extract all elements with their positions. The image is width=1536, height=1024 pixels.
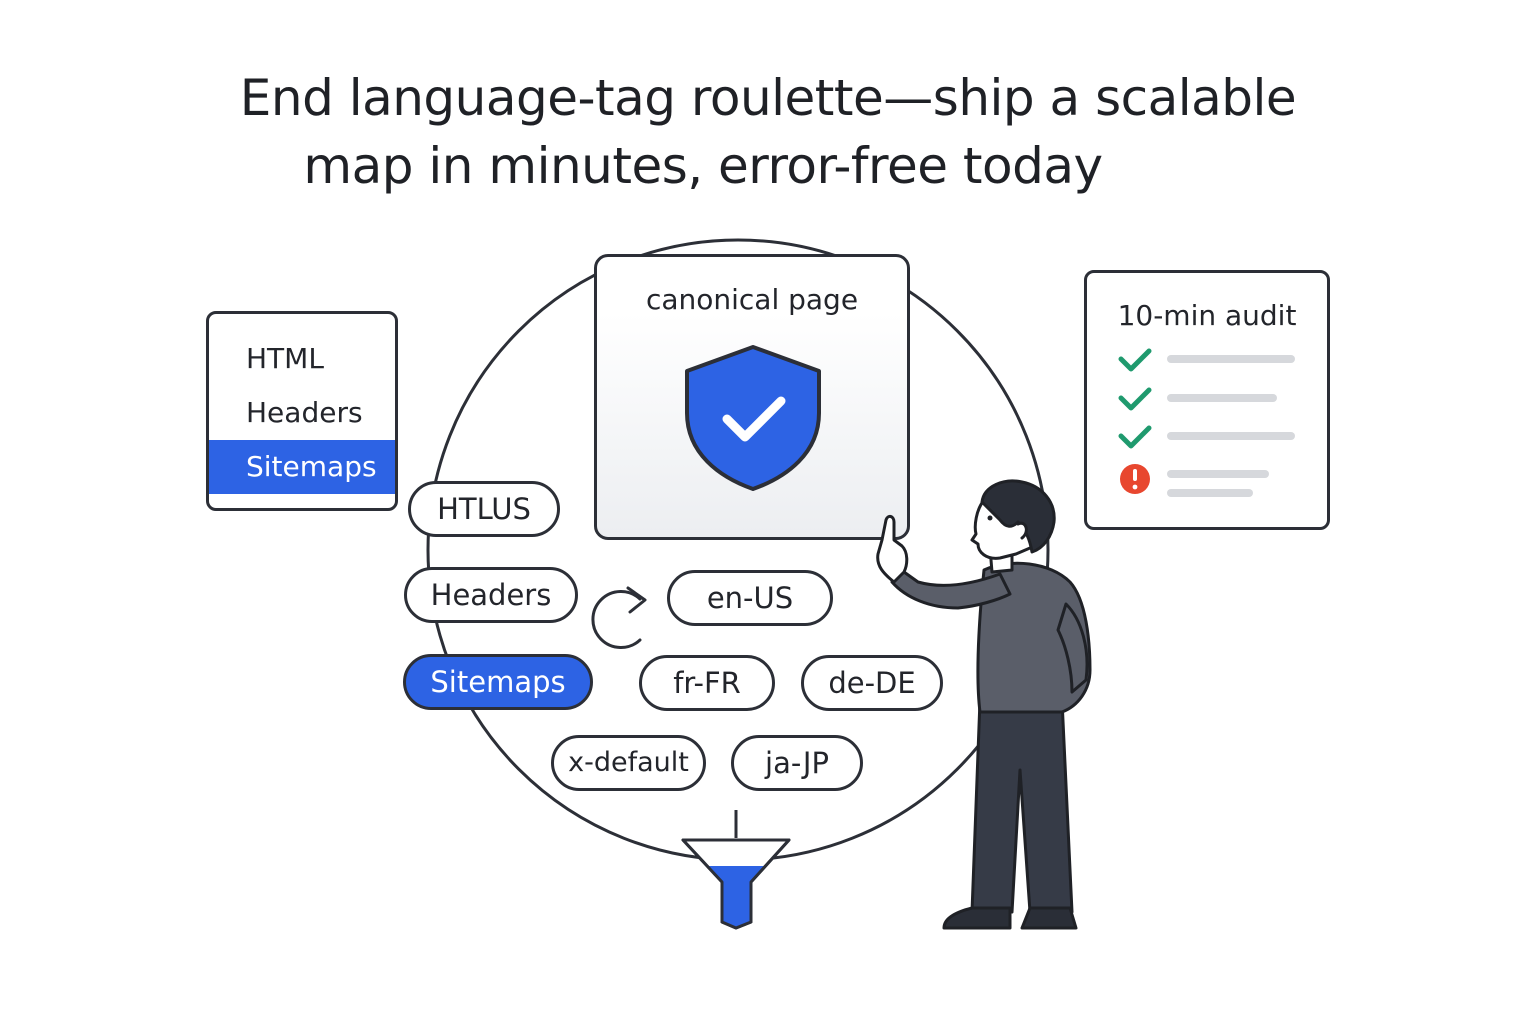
audit-card: 10-min audit — [1084, 270, 1330, 530]
refresh-arrow-icon — [591, 586, 647, 649]
person-illustration — [876, 479, 1092, 930]
lang-pill-en-us[interactable]: en-US — [667, 570, 833, 626]
method-pill-headers[interactable]: Headers — [404, 567, 578, 623]
method-panel: HTML Headers Sitemaps — [206, 311, 398, 511]
canonical-page-title: canonical page — [645, 283, 859, 316]
audit-item-line — [1167, 394, 1277, 402]
method-option-headers[interactable]: Headers — [246, 396, 363, 429]
method-option-html[interactable]: HTML — [246, 342, 324, 375]
check-icon — [1118, 348, 1152, 372]
headline-line-2: map in minutes, error-free today — [303, 137, 1103, 195]
shield-check-icon — [685, 345, 821, 491]
method-option-sitemaps[interactable]: Sitemaps — [209, 440, 395, 494]
canonical-page-card: canonical page — [594, 254, 910, 540]
audit-title: 10-min audit — [1117, 299, 1297, 332]
lang-pill-ja-jp[interactable]: ja-JP — [731, 735, 863, 791]
headline: End language-tag roulette—ship a scalabl… — [0, 64, 1536, 200]
lang-pill-de-de[interactable]: de-DE — [801, 655, 943, 711]
audit-item-line — [1167, 470, 1269, 478]
audit-item-line — [1167, 355, 1295, 363]
lang-pill-fr-fr[interactable]: fr-FR — [639, 655, 775, 711]
lang-pill-x-default[interactable]: x-default — [551, 735, 706, 791]
audit-item-line — [1167, 489, 1253, 497]
person-eye — [987, 515, 993, 521]
audit-checklist — [1118, 348, 1295, 497]
headline-line-1: End language-tag roulette—ship a scalabl… — [239, 69, 1297, 127]
method-pill-html[interactable]: HTLUS — [408, 481, 560, 537]
funnel-icon — [681, 838, 791, 930]
alert-icon — [1120, 464, 1150, 494]
check-icon — [1118, 425, 1152, 449]
check-icon — [1118, 387, 1152, 411]
method-pill-sitemaps[interactable]: Sitemaps — [403, 654, 593, 710]
audit-item-line — [1167, 432, 1295, 440]
